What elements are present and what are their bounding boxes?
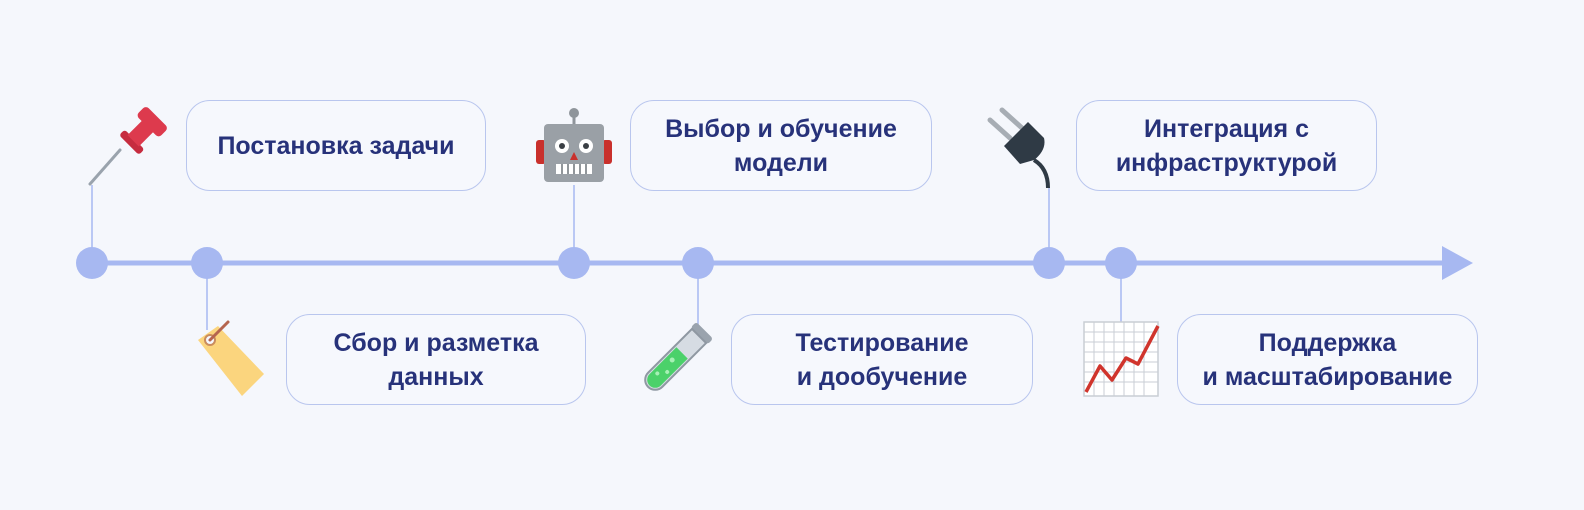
step-4-box: Тестирование и дообучение	[731, 314, 1033, 405]
electric-plug-icon	[987, 107, 1050, 189]
step-3-box: Выбор и обучение модели	[630, 100, 932, 191]
milestone-dot-1	[76, 247, 108, 279]
chart-increasing-icon	[1083, 321, 1160, 397]
milestone-dot-2	[191, 247, 223, 279]
robot-icon	[536, 108, 612, 182]
test-tube-icon	[644, 323, 712, 391]
milestone-dot-5	[1033, 247, 1065, 279]
pushpin-icon	[88, 107, 167, 186]
milestone-dot-4	[682, 247, 714, 279]
timeline-arrowhead	[1442, 246, 1473, 280]
step-5-box: Интеграция с инфраструктурой	[1076, 100, 1377, 191]
milestone-dot-3	[558, 247, 590, 279]
step-2-box: Сбор и разметка данных	[286, 314, 586, 405]
step-6-box: Поддержка и масштабирование	[1177, 314, 1478, 405]
milestone-dot-6	[1105, 247, 1137, 279]
price-tag-icon	[198, 320, 264, 396]
step-1-box: Постановка задачи	[186, 100, 486, 191]
